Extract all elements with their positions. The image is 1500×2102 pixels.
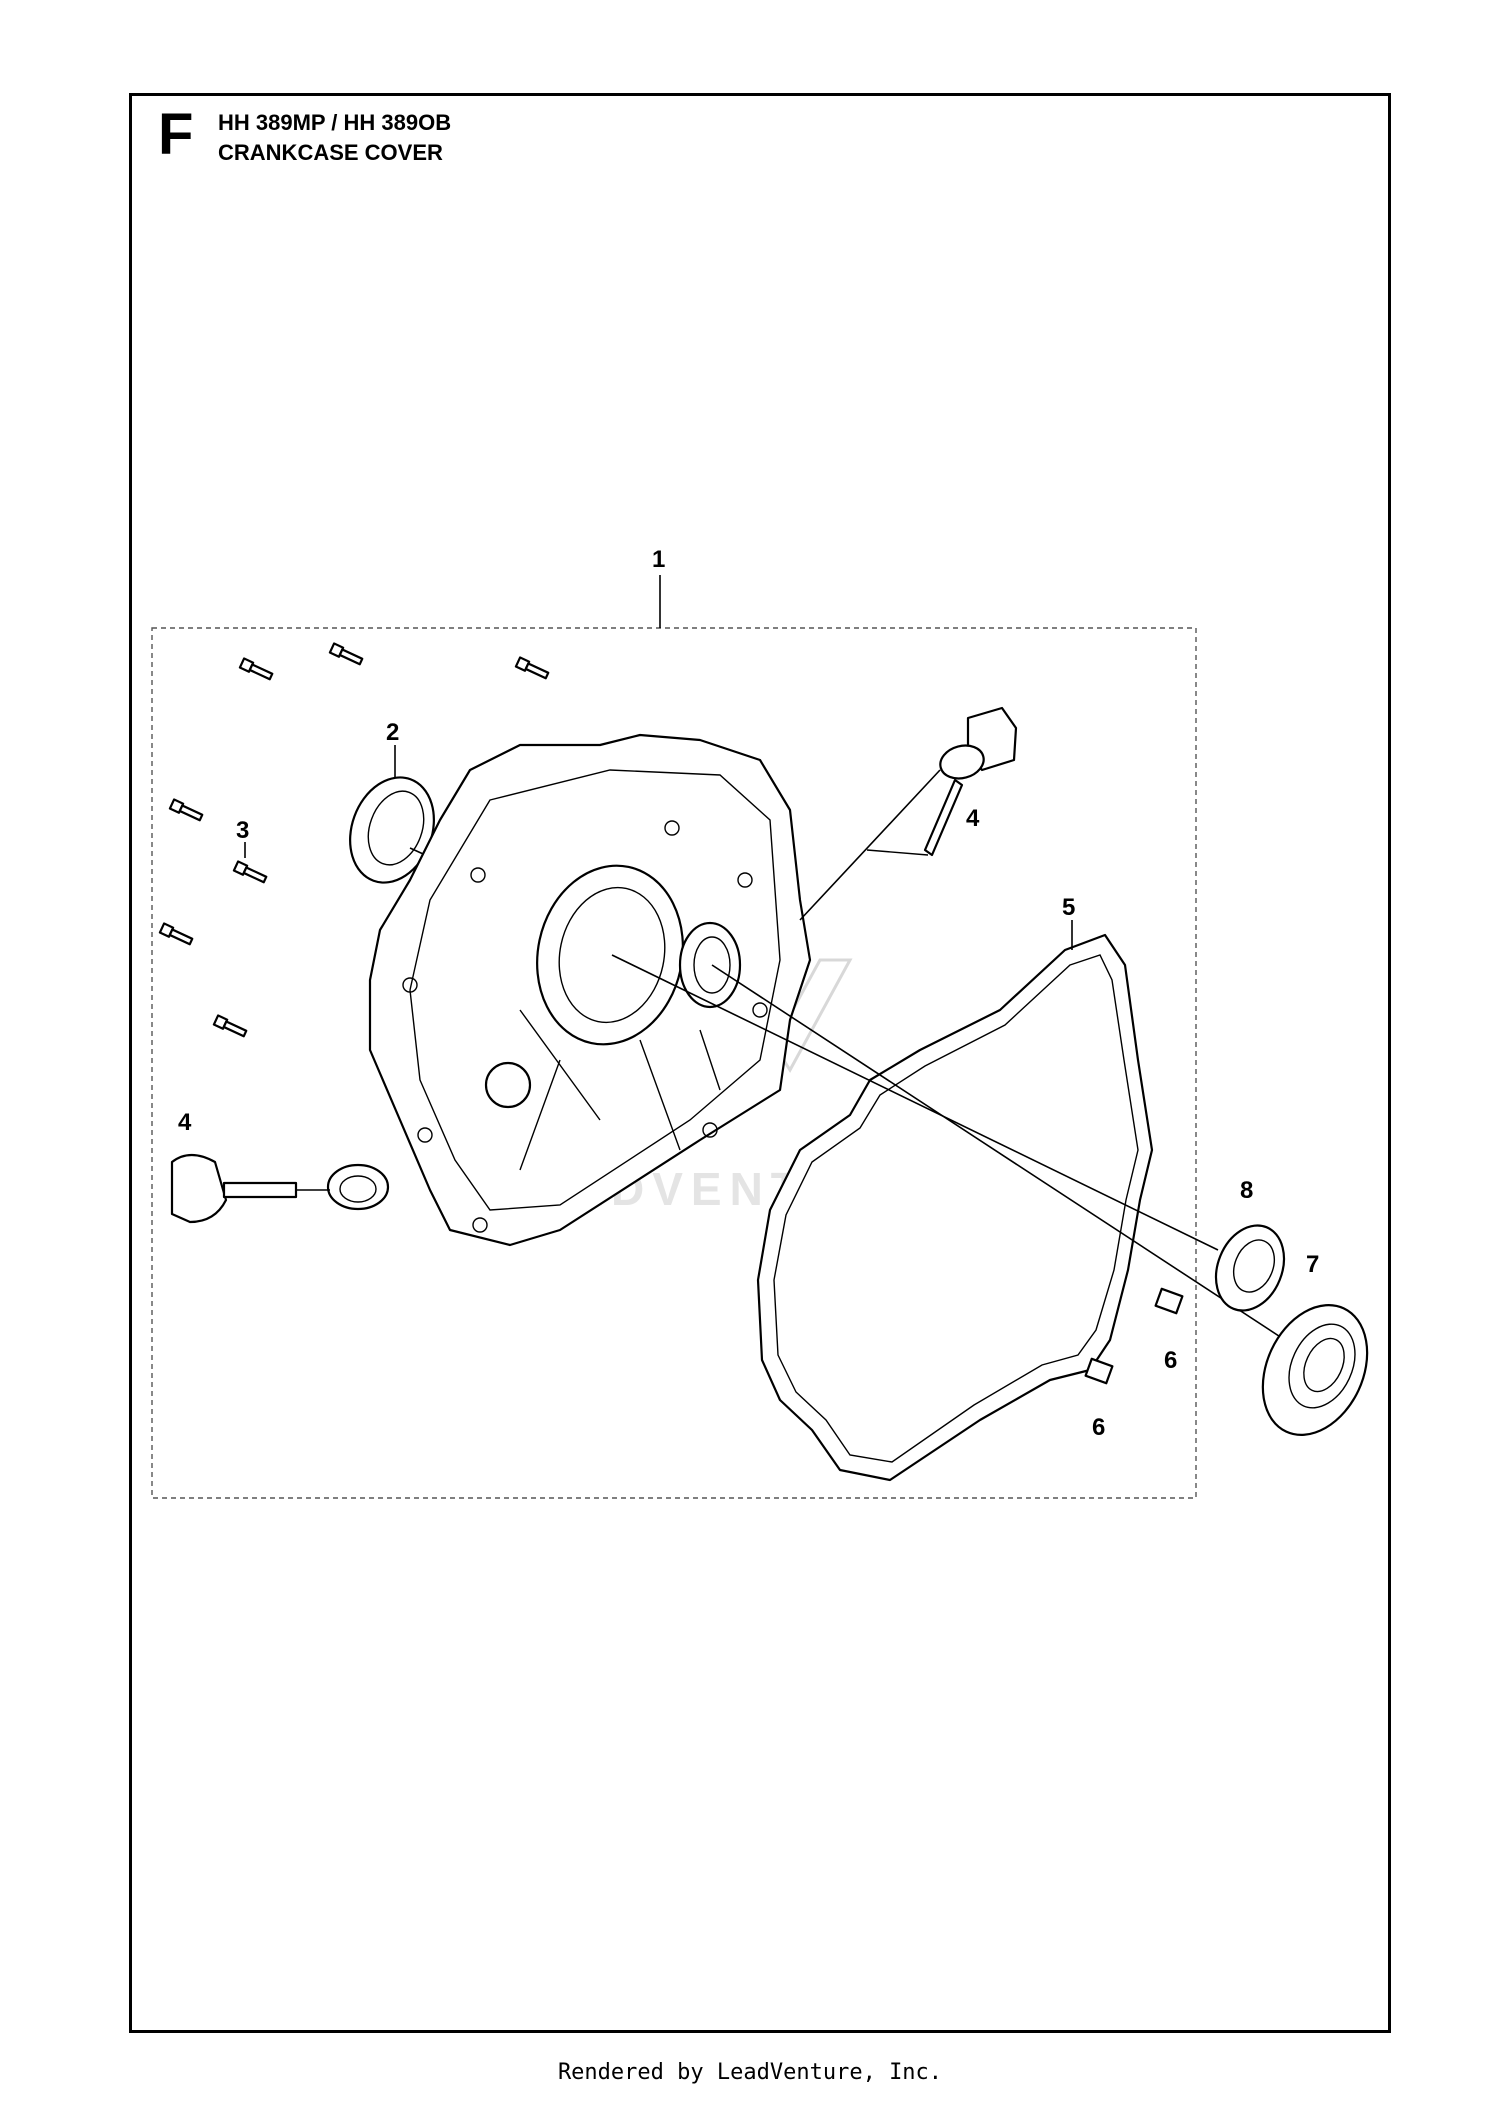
model-title: HH 389MP / HH 389OB	[218, 110, 452, 135]
section-title: CRANKCASE COVER	[218, 140, 443, 165]
callout-6-upper: 6	[1164, 1347, 1177, 1374]
dowel-pin-lower	[1084, 1357, 1114, 1385]
callout-6-lower: 6	[1092, 1414, 1105, 1441]
callout-1: 1	[652, 546, 665, 573]
callout-2: 2	[386, 719, 399, 746]
dipstick-lower	[170, 1153, 298, 1224]
dipstick-axis-line	[799, 769, 941, 921]
diagram-frame	[129, 93, 1391, 2033]
callout-5: 5	[1062, 894, 1075, 921]
callout-4-upper: 4	[966, 805, 980, 832]
footer-credit: Rendered by LeadVenture, Inc.	[557, 2060, 943, 2085]
callout-7: 7	[1306, 1251, 1319, 1278]
bearing-axis-line-8	[611, 954, 1219, 1251]
drain-plug-sleeve	[326, 1163, 390, 1211]
dipstick-upper	[866, 706, 1018, 857]
callout-3: 3	[236, 817, 249, 844]
bearing-axis-line-7	[711, 964, 1286, 1341]
bearing-small	[1214, 1224, 1286, 1312]
dowel-pin-upper	[1154, 1287, 1184, 1315]
bearing-large	[1261, 1304, 1369, 1436]
crankcase-cover	[368, 733, 812, 1247]
callout-4-lower: 4	[178, 1109, 192, 1136]
section-letter: F	[158, 102, 194, 167]
bolt-set	[158, 642, 550, 1038]
gasket	[756, 933, 1154, 1482]
callout-8: 8	[1240, 1177, 1253, 1204]
assembly-group-box	[151, 627, 1197, 1499]
